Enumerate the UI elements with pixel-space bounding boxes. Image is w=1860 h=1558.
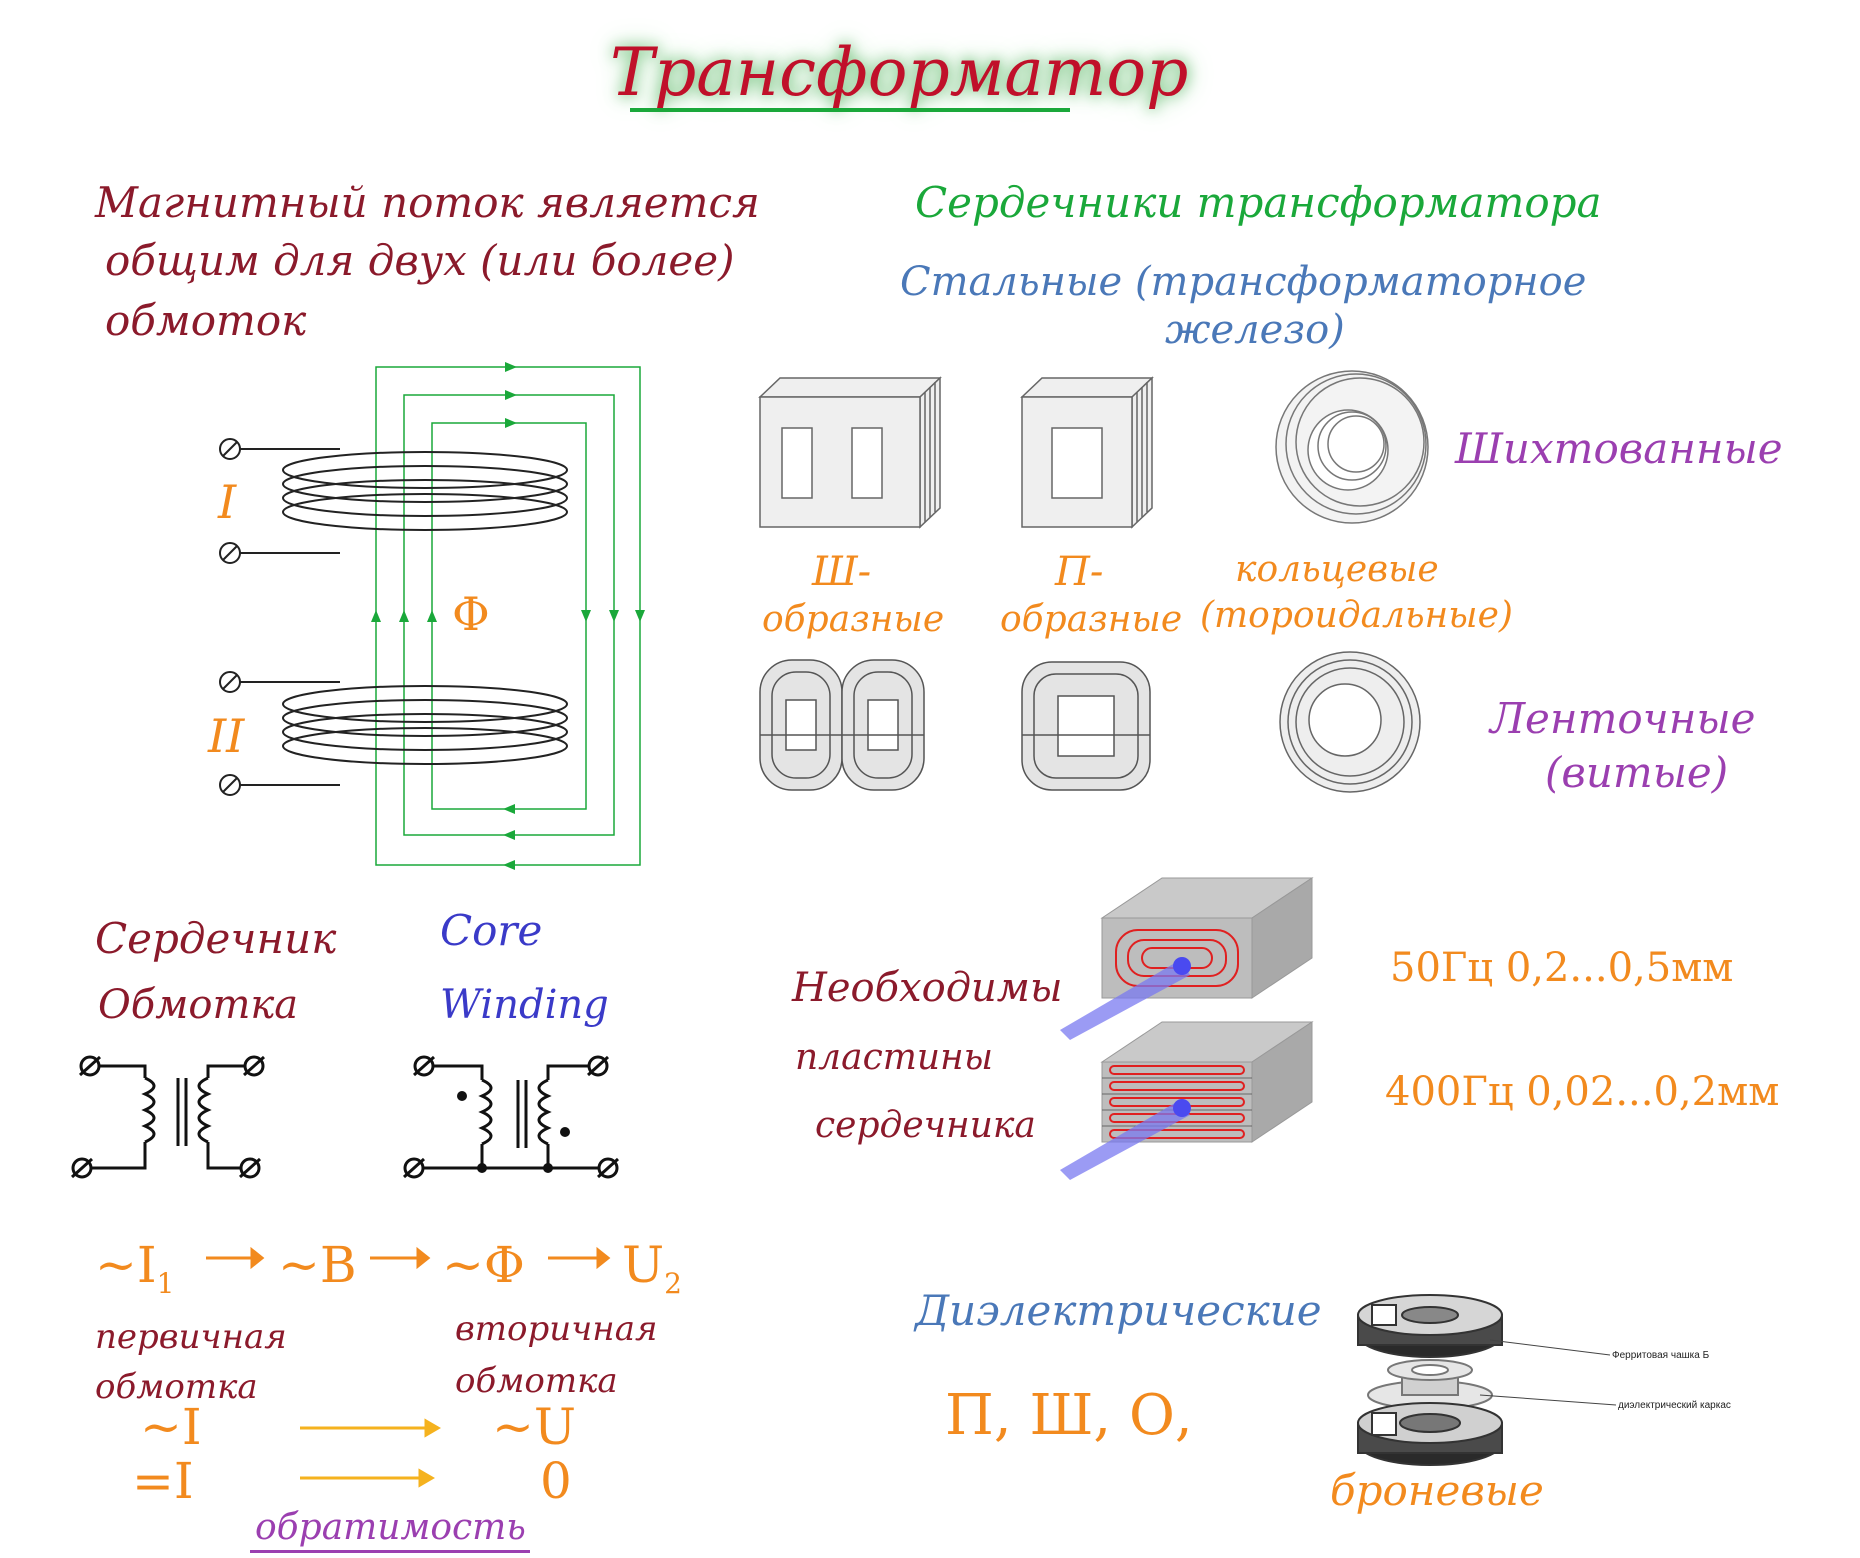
- p-laminated-core: [1020, 376, 1154, 529]
- p-tape-core: [1021, 661, 1151, 791]
- dielectric-frame-caption: диэлектрический каркас: [1618, 1400, 1731, 1411]
- ring-shape-label-2: (тороидальные): [1200, 595, 1513, 636]
- reversibility-underline: [250, 1550, 530, 1553]
- dc-current-label: =I: [132, 1452, 194, 1510]
- sh-shape-label-2: образные: [762, 599, 945, 640]
- tape-label-1: Ленточные: [1490, 694, 1756, 743]
- sh-laminated-core: [758, 376, 942, 529]
- plates-line-2: пластины: [795, 1037, 994, 1078]
- chain-i1: ~I1: [95, 1236, 175, 1300]
- plates-line-1: Необходимы: [792, 965, 1063, 1011]
- ring-shape-label-1: кольцевые: [1235, 549, 1439, 590]
- page-title: Трансформатор: [610, 34, 1189, 111]
- intro-line-2: общим для двух (или более): [105, 236, 735, 285]
- intro-line-3: обмоток: [105, 296, 307, 345]
- intro-line-1: Магнитный поток является: [95, 178, 760, 227]
- dielectric-shapes: П, Ш, О,: [945, 1383, 1193, 1448]
- flux-label: Φ: [452, 587, 490, 641]
- chain-b: ~B: [278, 1236, 357, 1294]
- freq-50-label: 50Гц 0,2...0,5мм: [1390, 945, 1734, 991]
- laminated-core-block: [1060, 1021, 1314, 1180]
- chain-arrows: [206, 1246, 611, 1488]
- winding-2-label: II: [207, 709, 245, 763]
- cores-header: Сердечники трансформатора: [915, 178, 1602, 227]
- core-en-label: Core: [440, 906, 543, 955]
- core-ru-label: Сердечник: [95, 914, 337, 963]
- winding-1-label: I: [217, 475, 237, 529]
- primary-label-2: обмотка: [95, 1367, 258, 1407]
- freq-400-label: 400Гц 0,02...0,2мм: [1385, 1069, 1780, 1115]
- steel-line-2: железо): [1165, 307, 1345, 353]
- sh-tape-core: [759, 659, 925, 791]
- armored-label: броневые: [1330, 1466, 1544, 1515]
- coil-flux-diagram: I II Φ: [207, 362, 645, 870]
- p-shape-label-2: образные: [1000, 599, 1183, 640]
- tape-label-2: (витые): [1545, 748, 1729, 797]
- laminated-cores: [758, 370, 1429, 793]
- winding-ru-label: Обмотка: [98, 982, 299, 1028]
- eddy-current-plates: [1060, 877, 1314, 1180]
- ferrite-cup-top: [1357, 1294, 1503, 1358]
- plates-line-3: сердечника: [815, 1105, 1036, 1146]
- primary-label-1: первичная: [95, 1317, 287, 1357]
- secondary-label-1: вторичная: [455, 1309, 658, 1349]
- ferrite-cup-bottom: [1357, 1402, 1503, 1466]
- ring-tape-core: [1279, 651, 1421, 793]
- chain-phi: ~Φ: [442, 1236, 525, 1294]
- dielectric-bobbin: [1367, 1359, 1493, 1410]
- transformer-symbols: [70, 1055, 620, 1179]
- dielectric-header: Диэлектрические: [915, 1286, 1322, 1335]
- laminated-label: Шихтованные: [1455, 424, 1783, 473]
- p-shape-label-1: П-: [1055, 549, 1104, 595]
- dc-voltage-label: 0: [540, 1452, 572, 1510]
- steel-line-1: Стальные (трансформаторное: [900, 259, 1587, 305]
- ac-current-label: ~I: [140, 1398, 202, 1456]
- ring-laminated-core: [1275, 370, 1429, 524]
- winding-en-label: Winding: [440, 982, 609, 1028]
- reversibility-label: обратимость: [255, 1507, 526, 1548]
- ac-voltage-label: ~U: [492, 1398, 577, 1456]
- chain-u2: U2: [622, 1236, 682, 1300]
- ferrite-cup-caption: Ферритовая чашка Б: [1612, 1350, 1710, 1361]
- solid-core-block: [1060, 877, 1314, 1040]
- sh-shape-label-1: Ш-: [812, 549, 872, 595]
- title-underline: [630, 108, 1070, 112]
- secondary-label-2: обмотка: [455, 1361, 618, 1401]
